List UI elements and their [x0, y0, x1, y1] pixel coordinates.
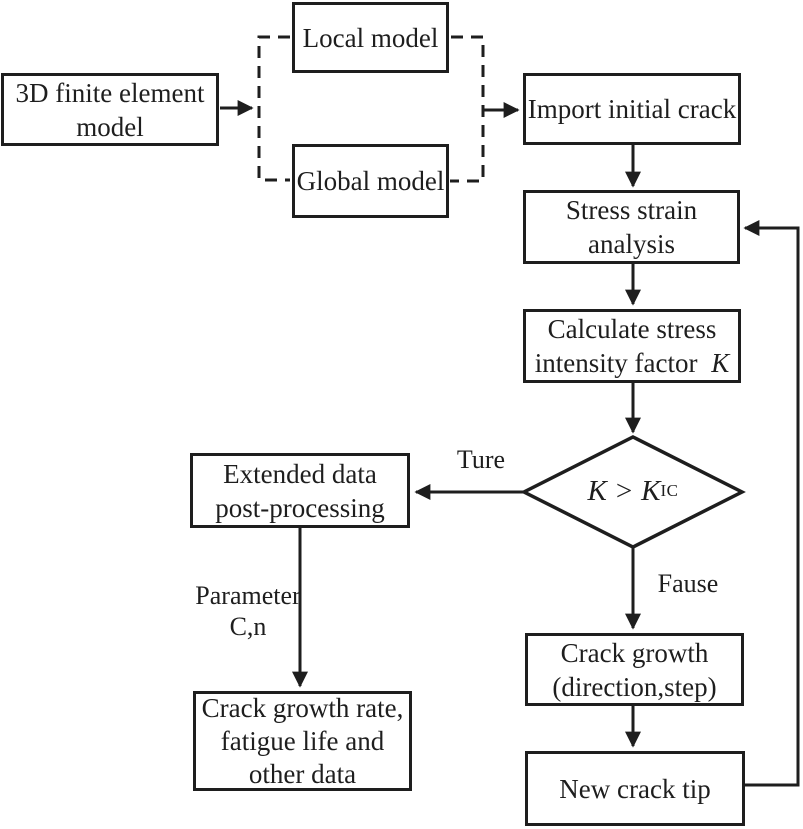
edge-label-false: Fause [657, 569, 719, 598]
variable-kic: K [641, 474, 661, 507]
edge-label-true: Ture [456, 445, 506, 474]
node-label: model [76, 111, 144, 142]
subscript-ic: IC [660, 481, 679, 500]
node-label: New crack tip [559, 773, 711, 804]
node-label: Crack growth rate, [201, 692, 404, 723]
node-calculate-stress-intensity-factor: Calculate stress intensity factor K [523, 309, 741, 383]
dashed-connector-right [450, 35, 485, 183]
node-label: 3D finite element [15, 77, 205, 108]
node-global-model: Global model [292, 144, 449, 218]
node-label: Local model [302, 22, 439, 53]
node-label: post-processing [215, 492, 385, 523]
node-label: Crack growth [560, 637, 709, 668]
node-label: Calculate stress [547, 314, 717, 344]
node-crack-growth: Crack growth (direction,step) [525, 633, 744, 706]
node-local-model: Local model [292, 2, 449, 73]
node-extended-data-post-processing: Extended data post-processing [190, 453, 410, 528]
edge-label-parameter: Parameter C,n [195, 581, 301, 641]
node-label: Import initial crack [527, 94, 737, 124]
node-label: other data [248, 758, 357, 789]
variable-k: K [587, 474, 607, 507]
node-label: fatigue life and [220, 725, 385, 756]
node-label: intensity factor K [534, 348, 730, 378]
node-import-initial-crack: Import initial crack [523, 73, 741, 145]
dashed-connector-left [257, 35, 290, 182]
feedback-newtip-to-stress [743, 220, 800, 787]
node-label: (direction,step) [552, 671, 717, 702]
node-label: Stress strain [565, 195, 698, 225]
node-label: analysis [588, 229, 675, 259]
node-crack-growth-rate-results: Crack growth rate, fatigue life and othe… [193, 691, 412, 791]
operator: > [615, 474, 633, 507]
decision-condition: K > K IC [533, 468, 733, 514]
node-3d-finite-element-model: 3D finite element model [1, 73, 219, 146]
node-new-crack-tip: New crack tip [525, 751, 745, 826]
node-stress-strain-analysis: Stress strain analysis [523, 190, 740, 264]
node-label: Extended data [223, 458, 377, 489]
node-label: Global model [296, 166, 445, 196]
variable-k: K [711, 348, 730, 378]
